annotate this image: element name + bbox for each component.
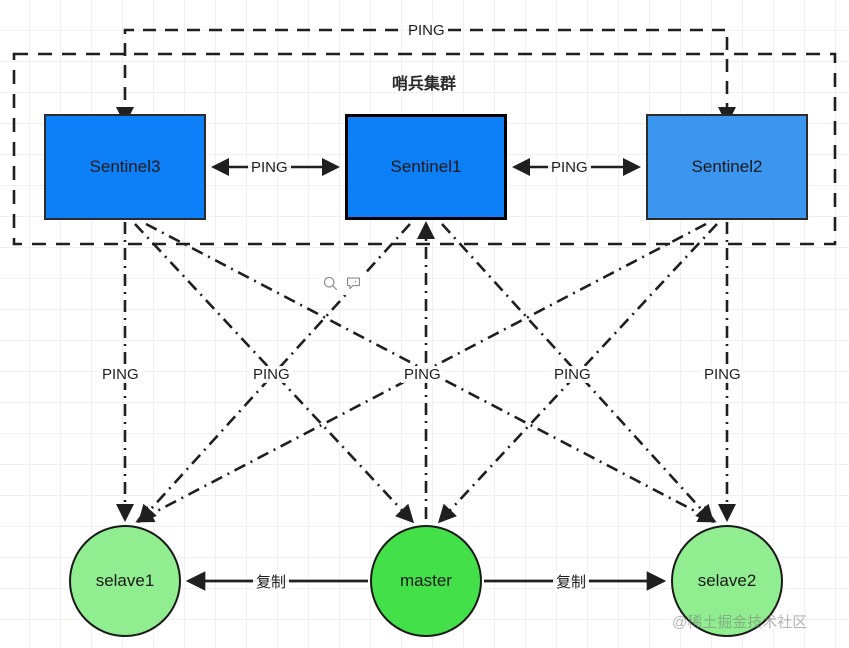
cluster-title: 哨兵集群 [392,76,457,93]
edge-label-ping-s3-s1: PING [248,159,291,176]
edge-label-ping-mid-1: PING [99,366,142,383]
ping-edge-s2-master [437,223,718,524]
search-icon[interactable] [322,275,339,292]
edge-label-ping-s1-s2: PING [548,159,591,176]
server-node-label: master [400,571,452,590]
ping-edge-top-right [426,28,737,126]
server-node-selave2[interactable]: selave2 [671,525,783,637]
edge-label-replicate-right: 复制 [553,571,590,592]
edge-label-ping-mid-5: PING [701,366,744,383]
sentinel-node-label: Sentinel3 [89,157,161,176]
sentinel-node-label: Sentinel1 [390,157,462,176]
sentinel-node-label: Sentinel2 [691,157,763,176]
edge-label-ping-top: PING [405,22,448,39]
server-node-selave1[interactable]: selave1 [69,525,181,637]
sentinel-node-sentinel1[interactable]: Sentinel1 [345,114,507,220]
sentinel-cluster-boundary [12,52,837,246]
server-node-master[interactable]: master [370,525,482,637]
sentinel-node-sentinel3[interactable]: Sentinel3 [44,114,206,220]
server-node-label: selave2 [697,571,757,590]
edge-label-ping-mid-2: PING [250,366,293,383]
server-node-label: selave1 [95,571,155,590]
edge-label-replicate-left: 复制 [253,571,290,592]
mini-toolbar[interactable] [318,272,366,295]
watermark: @稀土掘金技术社区 [672,614,808,631]
edge-label-ping-mid-4: PING [551,366,594,383]
edge-label-ping-mid-3: PING [401,366,444,383]
ping-edge-s3-master [134,223,415,524]
ping-edge-top-left [115,28,426,126]
comment-icon[interactable] [345,275,362,292]
sentinel-node-sentinel2[interactable]: Sentinel2 [646,114,808,220]
